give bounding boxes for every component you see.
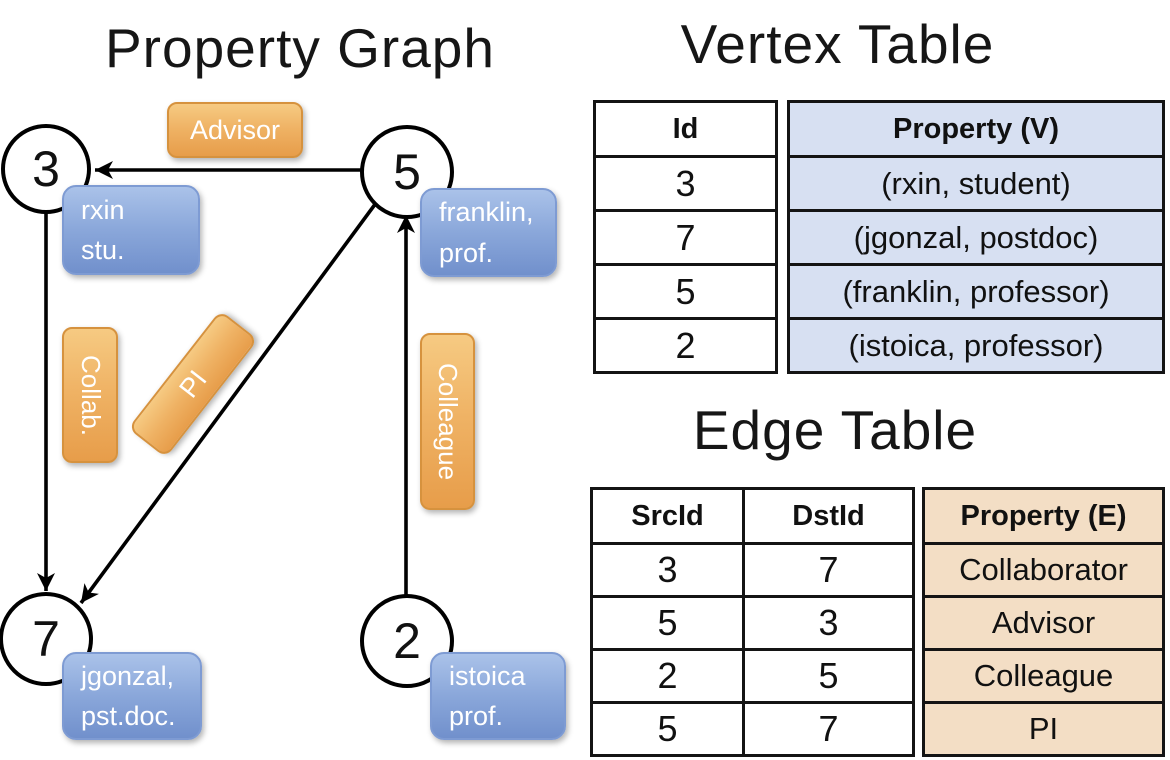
vertex-id-7: 7 <box>32 611 60 667</box>
vertex-table-id-cell: 3 <box>596 155 775 209</box>
edge-table-id-columns: SrcId DstId 3 7 5 3 2 5 5 7 <box>590 487 915 757</box>
vertex-label-jgonzal: jgonzal, pst.doc. <box>62 652 202 740</box>
vertex-id-3: 3 <box>32 141 60 197</box>
vertex-table-title: Vertex Table <box>680 13 995 75</box>
edge-table-header-dstid: DstId <box>742 490 912 542</box>
edge-table-src-cell: 5 <box>657 602 678 643</box>
edge-table-header-srcid: SrcId <box>631 499 704 532</box>
property-graph-title: Property Graph <box>104 17 495 79</box>
edge-table-property-cell: Colleague <box>925 648 1162 701</box>
edge-table-src-cell: 3 <box>657 549 678 590</box>
vertex-label-rxin-line1: rxin <box>81 194 125 225</box>
vertex-label-rxin-line2: stu. <box>81 235 125 265</box>
edge-table-property-cell: PI <box>925 701 1162 754</box>
vertex-table-property-cell: (rxin, student) <box>790 155 1162 209</box>
edge-table-src-cell: 5 <box>657 708 678 749</box>
edge-table-dst-cell: 7 <box>742 545 912 595</box>
vertex-table-id-cell: 5 <box>596 263 775 317</box>
edge-label-colleague-text: Colleague <box>433 362 463 481</box>
vertex-table-id-cell: 7 <box>596 209 775 263</box>
edge-table-dst-cell: 3 <box>742 598 912 648</box>
vertex-label-franklin-line1: franklin, <box>439 197 534 227</box>
edge-label-advisor: Advisor <box>167 102 303 158</box>
vertex-id-5: 5 <box>393 144 421 200</box>
edge-table-property-cell: Collaborator <box>925 542 1162 595</box>
edge-label-advisor-text: Advisor <box>189 114 281 145</box>
edge-table-title: Edge Table <box>692 399 978 461</box>
vertex-table-header-property: Property (V) <box>893 112 1059 145</box>
vertex-table-property-cell: (franklin, professor) <box>790 263 1162 317</box>
vertex-label-istoica-line1: istoica <box>449 660 526 691</box>
edge-5-to-7-pi <box>79 201 378 605</box>
vertex-table-id-column: Id 3 7 5 2 <box>593 100 778 374</box>
vertex-label-jgonzal-line1: jgonzal, <box>81 660 175 691</box>
edge-table-header-property: Property (E) <box>960 499 1127 532</box>
edge-label-pi-text: PI <box>172 364 213 403</box>
vertex-table-property-column: Property (V) (rxin, student) (jgonzal, p… <box>787 100 1165 374</box>
vertex-label-rxin: rxin stu. <box>62 185 200 275</box>
vertex-table-property-cell: (jgonzal, postdoc) <box>790 209 1162 263</box>
edge-label-colleague: Colleague <box>420 333 475 510</box>
edge-table-src-cell: 2 <box>657 655 678 696</box>
vertex-label-istoica-line2: prof. <box>449 701 504 731</box>
edge-label-collab-text: Collab. <box>75 354 106 436</box>
vertex-label-franklin-line2: prof. <box>439 237 494 268</box>
vertex-label-istoica: istoica prof. <box>430 652 566 740</box>
graph-diagram <box>0 124 454 688</box>
vertex-label-jgonzal-line2: pst.doc. <box>81 701 176 731</box>
vertex-id-2: 2 <box>393 613 421 669</box>
edge-table-dst-cell: 7 <box>742 704 912 754</box>
edge-label-collab: Collab. <box>62 327 118 463</box>
vertex-table-id-cell: 2 <box>596 317 775 371</box>
vertex-circle-2 <box>360 594 454 688</box>
vertex-label-franklin: franklin, prof. <box>420 188 557 277</box>
edge-table-dst-cell: 5 <box>742 651 912 701</box>
edge-table-property-cell: Advisor <box>925 595 1162 648</box>
vertex-table-header-id: Id <box>672 112 699 145</box>
vertex-table-property-cell: (istoica, professor) <box>790 317 1162 371</box>
edge-table-property-column: Property (E) Collaborator Advisor Collea… <box>922 487 1165 757</box>
